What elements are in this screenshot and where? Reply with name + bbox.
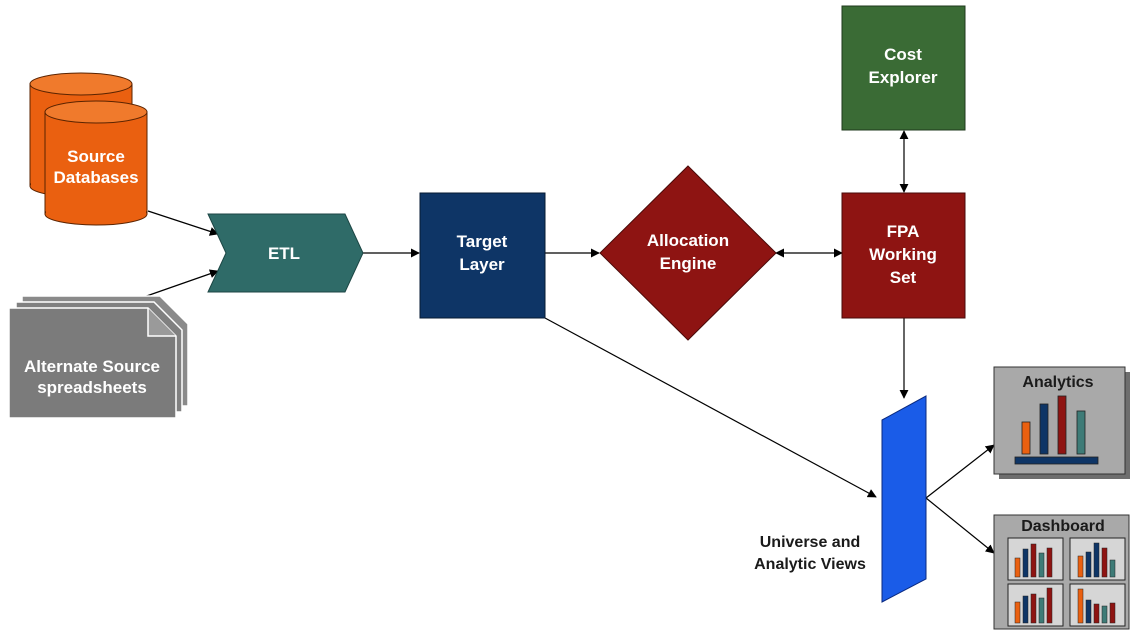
fpa-label-1: FPA (887, 222, 920, 241)
alt-source-label-1: Alternate Source (24, 357, 160, 376)
alternate-source-spreadsheets[interactable]: Alternate Source spreadsheets (8, 295, 189, 419)
etl-process[interactable]: ETL (207, 213, 364, 293)
allocation-label-2: Engine (660, 254, 717, 273)
dashboard-mini-chart-3 (1007, 583, 1064, 627)
cost-explorer[interactable]: Cost Explorer (841, 5, 966, 131)
analytics-title: Analytics (1022, 374, 1093, 391)
arrow-universe-to-dashboard (925, 497, 995, 554)
fpa-label-2: Working (869, 245, 937, 264)
allocation-label-1: Allocation (647, 231, 729, 250)
cost-explorer-label-2: Explorer (869, 68, 938, 87)
alt-source-label-2: spreadsheets (37, 378, 147, 397)
target-layer[interactable]: Target Layer (419, 192, 546, 319)
document-fold (147, 308, 176, 337)
analytics-bar-chart-icon (1014, 395, 1099, 465)
source-databases[interactable]: Source Databases (29, 72, 148, 226)
dashboard-mini-chart-2 (1069, 537, 1126, 581)
dashboard-mini-chart-1 (1007, 537, 1064, 581)
arrow-db-to-etl (147, 210, 219, 236)
dashboard-title: Dashboard (1021, 518, 1105, 535)
database-icon-front (44, 100, 148, 226)
dashboard-mini-chart-4 (1069, 583, 1126, 627)
fpa-working-set[interactable]: FPA Working Set (841, 192, 966, 319)
universe-parallelogram (881, 395, 927, 603)
connectors (137, 130, 995, 554)
cost-explorer-label-1: Cost (884, 45, 922, 64)
universe-label-2: Analytic Views (754, 556, 866, 573)
dashboard-panel[interactable]: Dashboard (993, 514, 1130, 630)
etl-chevron-shape (207, 213, 364, 293)
universe-analytic-views[interactable]: Universe and Analytic Views (754, 395, 927, 603)
source-db-label-2: Databases (53, 168, 138, 187)
universe-label-1: Universe and (760, 534, 860, 551)
fpa-label-3: Set (890, 268, 917, 287)
arrow-target-to-universe (544, 317, 877, 498)
fpa-box (841, 192, 966, 319)
target-layer-label-1: Target (457, 232, 508, 251)
document-icon-front (8, 307, 177, 419)
target-layer-label-2: Layer (459, 255, 505, 274)
allocation-engine[interactable]: Allocation Engine (599, 165, 777, 341)
source-db-label-1: Source (67, 147, 125, 166)
etl-label: ETL (268, 244, 300, 263)
arrow-universe-to-analytics (925, 444, 995, 499)
cost-explorer-box (841, 5, 966, 131)
target-layer-box (419, 192, 546, 319)
analytics-panel[interactable]: Analytics (993, 366, 1130, 479)
allocation-diamond (599, 165, 777, 341)
arrow-sheets-to-etl (137, 269, 219, 300)
